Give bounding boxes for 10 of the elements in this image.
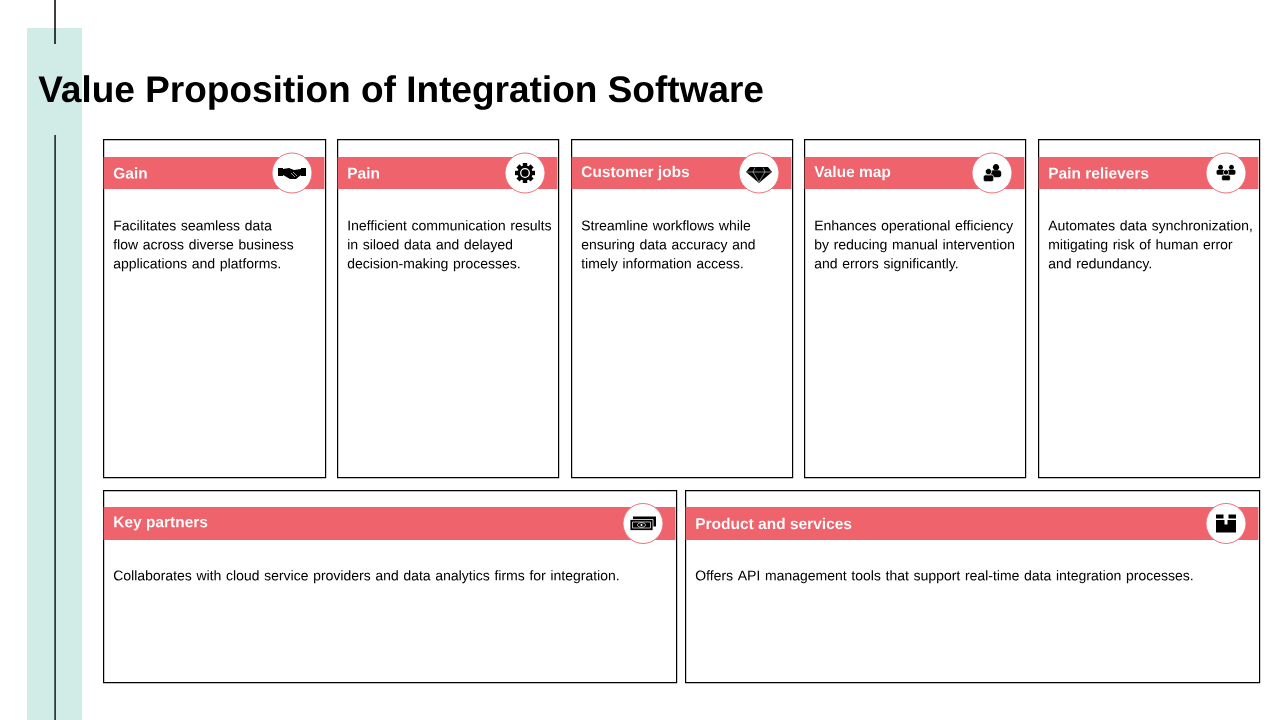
- body-text: Facilitates seamless data flow across diverse business applications and platforms.: [113, 220, 294, 272]
- body-text: Streamline workflows while ensuring data accuracy and timely information access.: [581, 220, 755, 272]
- header-band: Key partners: [103, 507, 676, 540]
- body-text: Enhances operational efficiency by reducing manual intervention and errors significantly.: [814, 220, 1015, 272]
- body-text: Offers API management tools that support real-time data integration processes.: [695, 570, 1193, 584]
- body-text: Collaborates with cloud service providers and data analytics firms for integration.: [113, 570, 619, 584]
- body-text: Inefficient communication results in siloed data and delayed decision-making processes.: [347, 220, 552, 272]
- title: Value Proposition of Integration Software: [38, 75, 763, 110]
- header-band: Product and services: [685, 507, 1259, 540]
- body-text: Automates data synchronization, mitigating risk of human error and redundancy.: [1048, 220, 1252, 272]
